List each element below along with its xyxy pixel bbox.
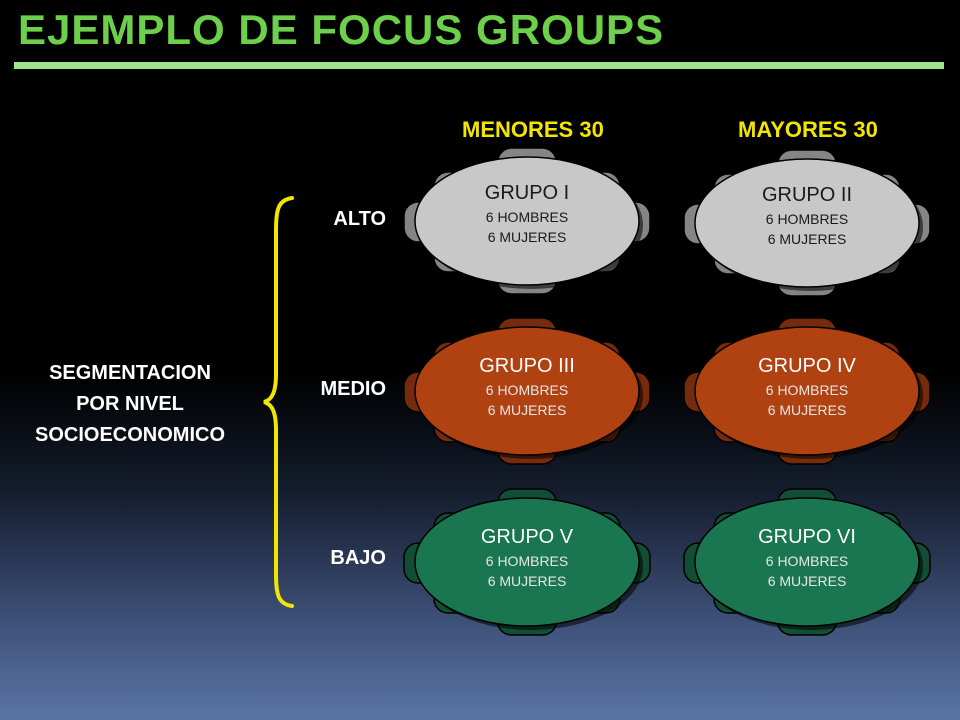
column-header-mayores: MAYORES 30 [738, 117, 878, 142]
group-women: 6 MUJERES [487, 229, 567, 245]
table-top [414, 326, 640, 456]
group-men: 6 HOMBRES [765, 211, 849, 227]
group-table-6: GRUPO VI 6 HOMBRES 6 MUJERES [678, 487, 936, 637]
round-table-icon [683, 488, 931, 636]
table-top [414, 497, 640, 627]
segment-label-line-2: POR NIVEL [76, 393, 184, 415]
segment-label-line-1: SEGMENTACION [49, 362, 211, 384]
group-table-1: GRUPO I 6 HOMBRES 6 MUJERES [398, 146, 656, 296]
group-name: GRUPO IV [758, 355, 856, 377]
round-table-icon [683, 317, 931, 465]
segment-label: SEGMENTACION POR NIVEL SOCIOECONOMICO [0, 358, 260, 451]
table-top [694, 326, 920, 456]
table-top [694, 497, 920, 627]
group-name: GRUPO VI [758, 526, 856, 548]
round-table-icon [403, 488, 651, 636]
group-women: 6 MUJERES [487, 402, 567, 418]
row-label-alto: ALTO [333, 208, 386, 230]
group-name: GRUPO II [761, 184, 852, 206]
round-table-icon [403, 147, 651, 295]
slide-title: EJEMPLO DE FOCUS GROUPS [18, 6, 665, 53]
column-header-menores: MENORES 30 [462, 117, 604, 142]
group-men: 6 HOMBRES [485, 209, 569, 225]
group-table-5: GRUPO V 6 HOMBRES 6 MUJERES [398, 487, 656, 637]
group-men: 6 HOMBRES [765, 553, 849, 569]
table-top [414, 156, 640, 286]
group-women: 6 MUJERES [767, 573, 847, 589]
curly-brace-icon [263, 196, 294, 608]
group-men: 6 HOMBRES [485, 553, 569, 569]
group-name: GRUPO V [480, 526, 574, 548]
group-table-4: GRUPO IV 6 HOMBRES 6 MUJERES [678, 316, 936, 466]
group-men: 6 HOMBRES [485, 382, 569, 398]
group-name: GRUPO III [479, 355, 575, 377]
group-name: GRUPO I [484, 182, 570, 204]
table-top [694, 158, 920, 288]
group-women: 6 MUJERES [767, 402, 847, 418]
row-label-medio: MEDIO [320, 378, 386, 400]
round-table-icon [683, 149, 931, 297]
segment-label-line-3: SOCIOECONOMICO [34, 424, 225, 446]
group-women: 6 MUJERES [487, 573, 567, 589]
group-men: 6 HOMBRES [765, 382, 849, 398]
group-table-2: GRUPO II 6 HOMBRES 6 MUJERES [678, 148, 936, 298]
row-label-bajo: BAJO [330, 547, 386, 569]
title-underline [14, 62, 944, 69]
group-table-3: GRUPO III 6 HOMBRES 6 MUJERES [398, 316, 656, 466]
group-women: 6 MUJERES [767, 231, 847, 247]
round-table-icon [403, 317, 651, 465]
